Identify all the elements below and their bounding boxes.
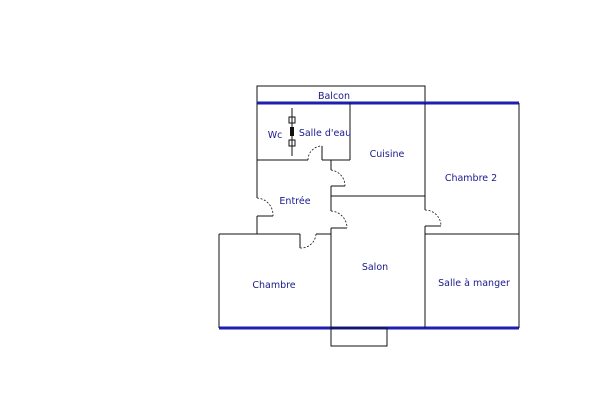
room-label-chambre: Chambre [252,280,295,291]
room-label-balcon: Balcon [318,91,350,102]
living-door-arc [330,210,348,229]
pipe-fixture-icon [290,127,294,136]
room-label-salon: Salon [362,262,388,273]
kitchen-door-arc [330,169,346,187]
entry-door-arc [256,197,274,217]
room-label-wc: Wc [268,130,283,141]
room-label-chambre2: Chambre 2 [445,173,497,184]
bathroom-door-arc [307,145,323,161]
room-label-salle-eau: Salle d'eau [299,128,351,139]
shower-fixture-icon [288,139,296,147]
toilet-fixture-icon [288,116,296,124]
room-label-cuisine: Cuisine [370,149,405,160]
bedroom2-door-arc [424,209,442,227]
bay-outline [330,327,388,347]
bedroom-door-arc [299,233,317,249]
room-label-salle-manger: Salle à manger [438,278,510,289]
room-label-entree: Entrée [279,196,310,207]
